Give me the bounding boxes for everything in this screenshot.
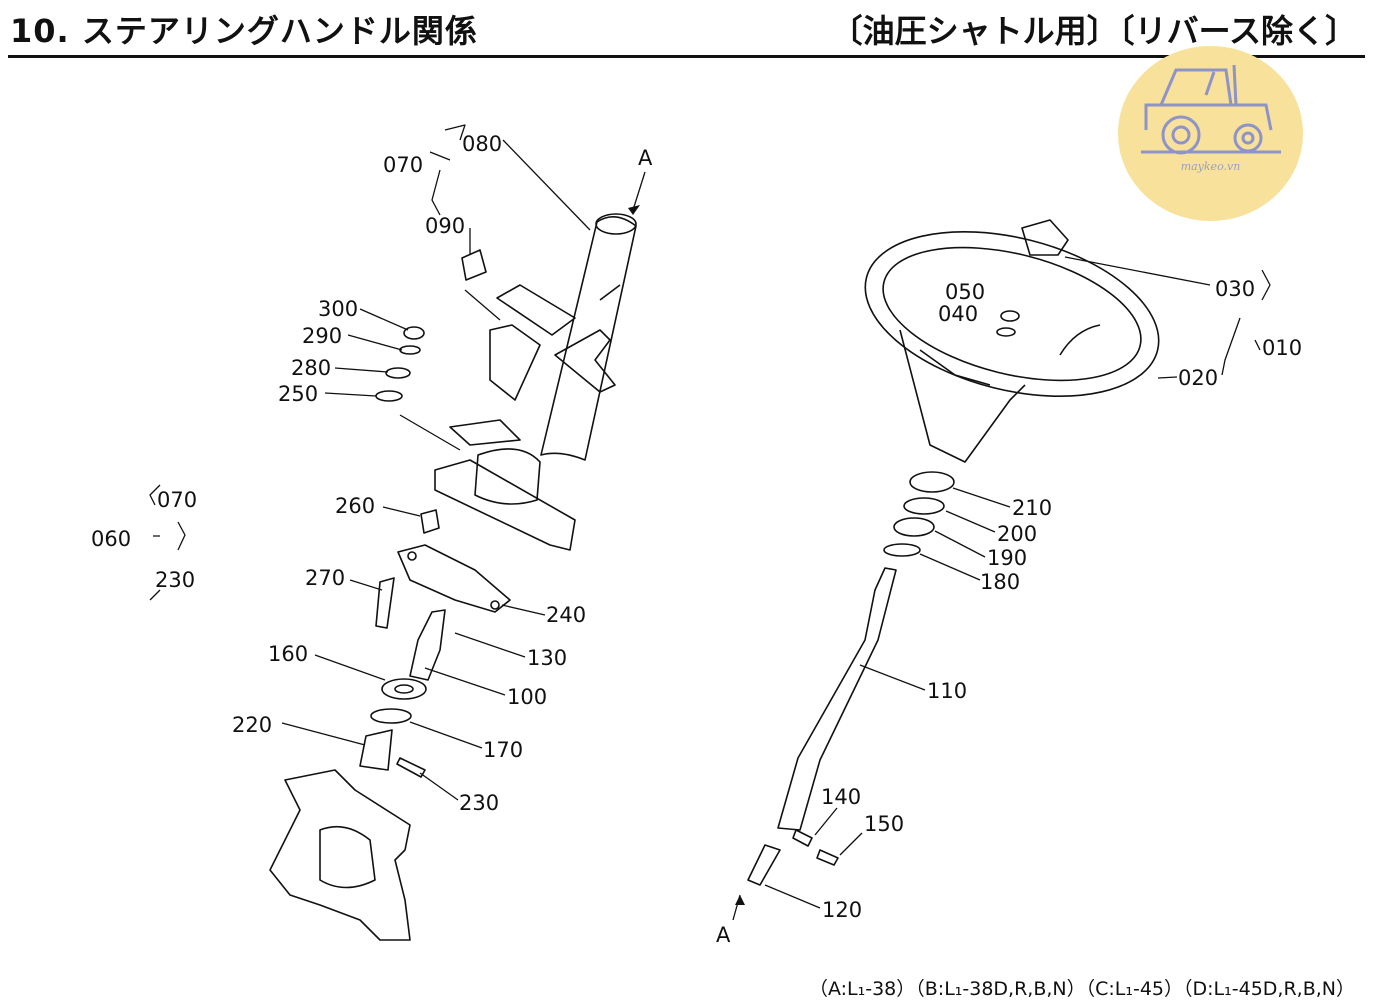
label-200: 200 <box>997 522 1037 546</box>
bracket-plate <box>397 544 511 613</box>
nut-050 <box>1000 310 1020 322</box>
washer-290 <box>399 345 421 355</box>
logo-text: maykeo.vn <box>1180 160 1241 173</box>
label-290: 290 <box>302 324 342 348</box>
coupler-220 <box>359 729 393 771</box>
bushing-090 <box>461 249 487 281</box>
washer-250 <box>375 390 403 402</box>
label-010: 010 <box>1262 336 1302 360</box>
shaft-spline <box>747 844 781 886</box>
ring-190 <box>893 517 935 537</box>
washer-040 <box>996 327 1016 337</box>
label-130: 130 <box>527 646 567 670</box>
label-110: 110 <box>927 679 967 703</box>
label-030: 030 <box>1215 277 1255 301</box>
label-240: 240 <box>546 603 586 627</box>
label-220: 220 <box>232 713 272 737</box>
label-050: 050 <box>945 280 985 304</box>
steering-shaft <box>777 567 897 831</box>
label-300: 300 <box>318 297 358 321</box>
washer-280 <box>385 367 411 379</box>
label-070-top: 070 <box>383 153 423 177</box>
steering-wheel <box>864 231 1160 463</box>
label-150: 150 <box>864 812 904 836</box>
ring-180 <box>883 543 921 557</box>
label-280: 280 <box>291 356 331 380</box>
label-040: 040 <box>938 302 978 326</box>
nut-300 <box>403 326 425 340</box>
label-250: 250 <box>278 382 318 406</box>
universal-joint <box>409 609 446 681</box>
label-230-left: 230 <box>155 568 195 592</box>
label-260: 260 <box>335 494 375 518</box>
label-140: 140 <box>821 785 861 809</box>
valve-housing <box>269 769 411 941</box>
label-170: 170 <box>483 738 523 762</box>
label-210: 210 <box>1012 496 1052 520</box>
label-120: 120 <box>822 898 862 922</box>
label-060: 060 <box>91 527 131 551</box>
horn-cap <box>1021 219 1069 256</box>
watermark-logo: maykeo.vn <box>1118 46 1303 221</box>
label-270: 270 <box>305 566 345 590</box>
spacer-260 <box>420 509 440 534</box>
label-080: 080 <box>462 132 502 156</box>
parts-diagram: A A 080 070 090 300 290 280 250 070 060 … <box>91 124 1302 947</box>
ring-200 <box>903 497 945 515</box>
label-100: 100 <box>507 685 547 709</box>
label-190: 190 <box>987 546 1027 570</box>
ring-210 <box>909 471 955 493</box>
label-180: 180 <box>980 570 1020 594</box>
arrow-a-bottom: A <box>716 923 731 947</box>
tractor-icon <box>1141 64 1281 155</box>
label-020: 020 <box>1178 366 1218 390</box>
header-rule <box>8 55 1365 58</box>
pin-140 <box>792 829 813 847</box>
label-160: 160 <box>268 642 308 666</box>
label-090: 090 <box>425 214 465 238</box>
washer-170 <box>370 708 412 724</box>
label-070-left: 070 <box>157 488 197 512</box>
model-footnote: （A:L₁-38）（B:L₁-38D,R,B,N）（C:L₁-45）（D:L₁-… <box>808 978 1355 1000</box>
pin-150 <box>816 849 839 866</box>
page-title: 10. ステアリングハンドル関係 <box>10 12 478 50</box>
arrow-a-top: A <box>638 146 653 170</box>
bearing-160 <box>381 678 427 700</box>
steering-column-assembly <box>434 213 637 551</box>
page-subtitle: 〔油圧シャトル用〕〔リバース除く〕 <box>830 12 1357 50</box>
pin-230 <box>396 757 426 778</box>
stud-bolt <box>375 577 395 629</box>
label-230: 230 <box>459 791 499 815</box>
